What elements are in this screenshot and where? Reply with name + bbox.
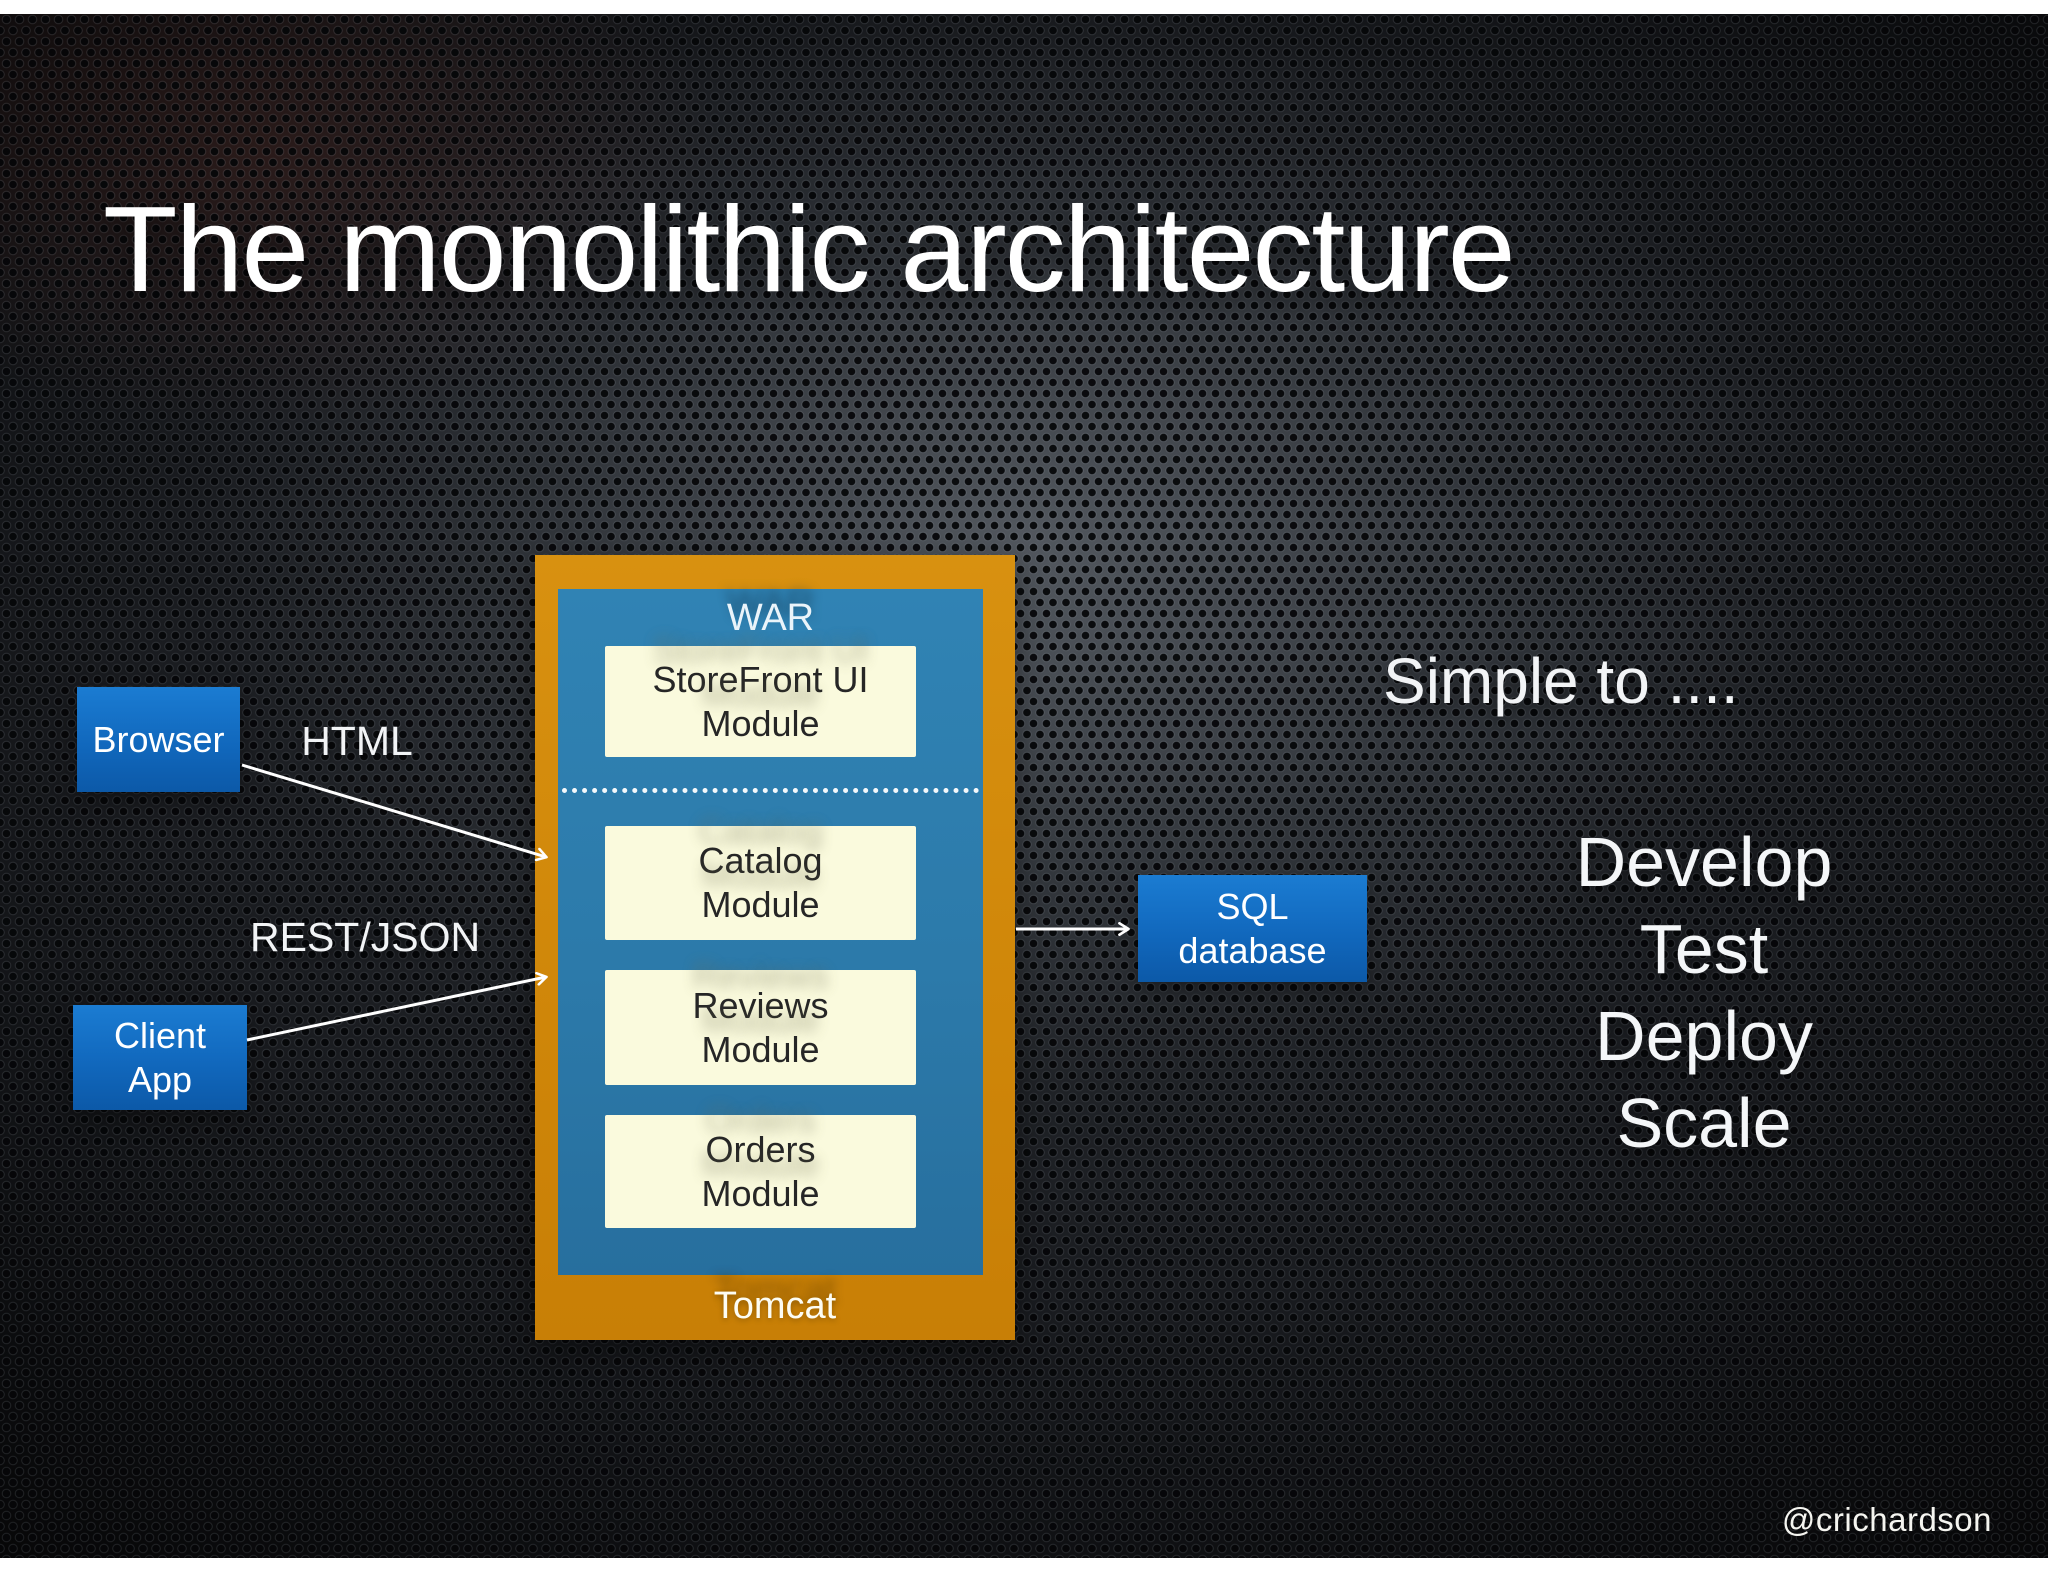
module-catalog: Catalog Module (605, 826, 916, 940)
module-storefront-ui-line2: Module (701, 702, 820, 744)
client-app-node: Client App (73, 1005, 247, 1110)
rest-json-arrow (246, 977, 546, 1042)
module-storefront-ui: StoreFront UI Module (605, 646, 916, 757)
quality-test: Test (1639, 910, 1769, 988)
rest-json-edge-label: REST/JSON (250, 914, 481, 960)
quality-develop: Develop (1575, 823, 1833, 901)
sql-database-label-line2: database (1178, 929, 1327, 971)
war-container: WAR StoreFront UI Module Catalog Module … (558, 589, 983, 1275)
tomcat-label: Tomcat (713, 1285, 837, 1327)
slide: The monolithic architecture Browser HTML… (0, 14, 2048, 1558)
client-app-label-line1: Client (113, 1014, 207, 1056)
module-catalog-line2: Module (701, 884, 820, 925)
html-edge-label: HTML (301, 718, 413, 764)
sql-database-label-line1: SQL (1216, 885, 1289, 927)
qualities-list: Develop Test Deploy Scale (1504, 819, 1904, 1167)
module-reviews-line1: Reviews (692, 984, 829, 1026)
sql-database-node: SQL database (1138, 875, 1367, 982)
war-label: WAR (726, 597, 815, 639)
quality-scale: Scale (1616, 1084, 1792, 1162)
browser-label: Browser (92, 718, 225, 760)
module-orders-line2: Module (701, 1172, 820, 1214)
client-app-label-line2: App (127, 1058, 193, 1100)
simple-to-heading: Simple to .... (1383, 645, 1739, 717)
module-separator-dotted-line (562, 788, 979, 793)
module-catalog-line1: Catalog (698, 840, 823, 881)
module-reviews: Reviews Module (605, 970, 916, 1085)
module-orders-line1: Orders (705, 1128, 816, 1170)
attribution-handle: @crichardson (1781, 1501, 1992, 1538)
module-orders: Orders Module (605, 1115, 916, 1228)
slide-title: The monolithic architecture (103, 181, 1516, 317)
module-reviews-line2: Module (701, 1028, 820, 1070)
module-storefront-ui-line1: StoreFront UI (652, 658, 869, 700)
tomcat-container: WAR StoreFront UI Module Catalog Module … (535, 555, 1015, 1340)
quality-deploy: Deploy (1595, 997, 1813, 1075)
browser-node: Browser (77, 687, 240, 792)
html-arrow (241, 763, 546, 857)
